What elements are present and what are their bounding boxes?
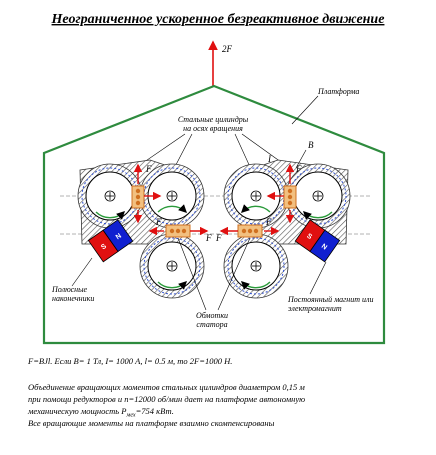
magnet-leader <box>309 261 327 295</box>
power-text-sub: мех <box>126 412 136 419</box>
stator-windings-leaders <box>177 237 251 311</box>
pole-pieces-label-1: Полюсные <box>51 285 88 294</box>
field-label: B <box>308 140 314 150</box>
left-magnet-north <box>102 219 134 253</box>
left-magnet: S N <box>87 219 134 263</box>
magnet-label-2: электромагнит <box>288 304 342 313</box>
left-force-arrows <box>133 163 209 236</box>
right-magnet-north <box>309 229 341 263</box>
platform-outline <box>42 84 386 345</box>
platform-leader <box>291 95 319 125</box>
formula-line: F=BJl. Если B= 1 Тл, I= 1000 А, l= 0.5 м… <box>28 356 233 366</box>
left-force-label-right: F <box>205 233 212 243</box>
left-stator-windings <box>131 185 191 238</box>
platform-label: Платформа <box>317 87 359 96</box>
stator-windings-label-1: Обмотки <box>196 311 228 320</box>
explanation-line-2: при помощи редукторов и n=12000 об/мин д… <box>28 394 306 404</box>
right-magnet-s-label: S <box>305 233 313 242</box>
power-text-post: =754 кВт. <box>135 406 174 416</box>
current-label: I <box>267 154 272 164</box>
left-magnet-n-label: N <box>115 233 123 242</box>
right-force-label-left: F <box>215 233 222 243</box>
right-stator-windings <box>237 185 297 238</box>
right-magnet-n-label: N <box>320 243 328 252</box>
field-leader <box>295 149 307 169</box>
power-text-pre: механическую мощность P <box>28 406 127 416</box>
right-magnet: S N <box>294 219 341 263</box>
right-force-label-mid: F <box>265 217 272 227</box>
left-force-label-top: F <box>145 164 152 174</box>
right-force-label-top: F <box>295 164 302 174</box>
explanation-line-3: механическую мощность Pмех=754 кВт. <box>28 405 174 422</box>
explanation-line-4: Все вращающие моменты на платформе взаим… <box>28 418 275 428</box>
diagram-title: Неограниченное ускоренное безреактивное … <box>51 12 385 27</box>
steel-cylinders-label-2: на осях вращения <box>183 124 243 133</box>
explanation-line-1: Объединение вращающих моментов стальных … <box>28 382 305 392</box>
left-magnet-s-label: S <box>100 243 108 252</box>
right-force-arrows <box>219 163 295 236</box>
right-rotation-arrows <box>240 204 333 290</box>
steel-cylinders-label-1: Стальные цилиндры <box>178 115 249 124</box>
left-force-label-mid: F <box>155 217 162 227</box>
pole-pieces-leader <box>71 257 93 287</box>
magnet-label-1: Постоянный магнит или <box>287 295 374 304</box>
left-rotation-arrows <box>95 204 188 290</box>
stator-windings-label-2: статора <box>196 320 227 329</box>
pole-pieces-label-2: наконечники <box>52 294 94 303</box>
resultant-force-label: 2F <box>222 44 233 54</box>
